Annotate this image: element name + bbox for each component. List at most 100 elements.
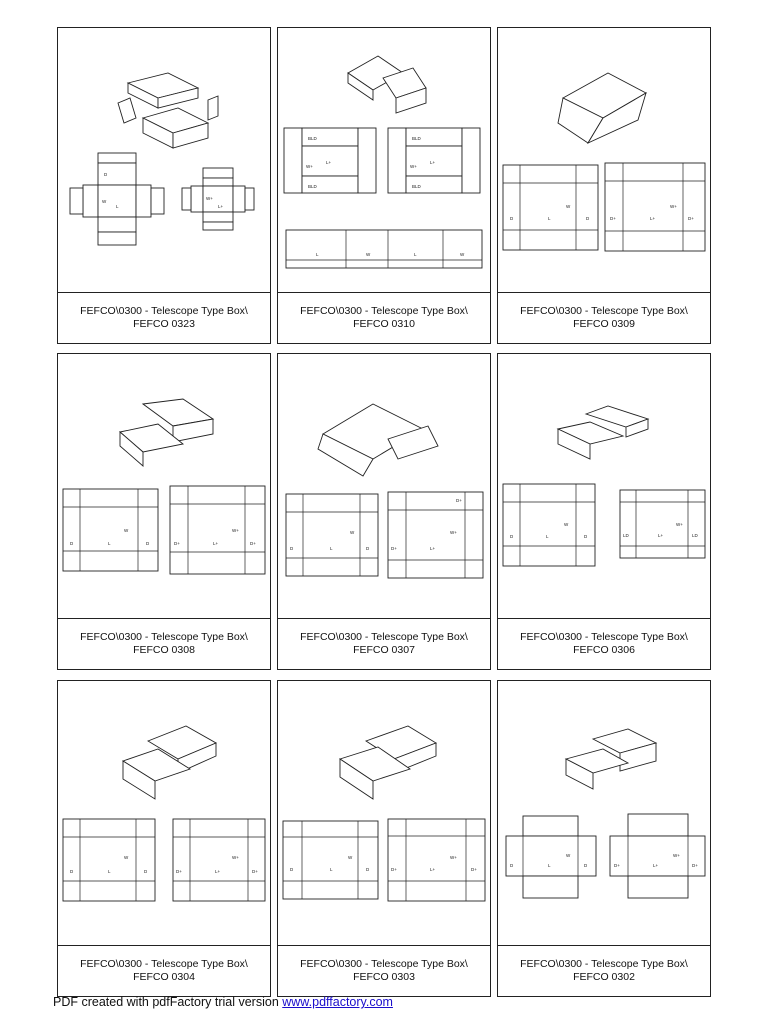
svg-text:D+: D+	[456, 498, 462, 503]
caption-title: FEFCO\0300 - Telescope Type Box\	[520, 631, 688, 643]
box-drawing-svg: D L W D D+ L+ W+ D+	[285, 403, 484, 579]
box-caption: FEFCO\0300 - Telescope Type Box\ FEFCO 0…	[58, 618, 270, 669]
svg-text:L: L	[414, 252, 417, 257]
svg-text:D+: D+	[614, 863, 620, 868]
svg-text:L+: L+	[430, 546, 436, 551]
box-card-0307: D L W D D+ L+ W+ D+ FEFCO\0300 - Telescope T…	[277, 353, 491, 670]
fefco-box-grid: L W D L+ W+ FEFCO\0300 - Telescope Type Box…	[57, 27, 714, 997]
svg-text:W+: W+	[670, 204, 677, 209]
svg-text:L: L	[108, 869, 111, 874]
caption-code: FEFCO 0308	[133, 644, 195, 656]
svg-text:L: L	[548, 216, 551, 221]
svg-text:D: D	[584, 863, 588, 868]
caption-title: FEFCO\0300 - Telescope Type Box\	[300, 958, 468, 970]
svg-text:D: D	[510, 216, 514, 221]
svg-text:L+: L+	[326, 160, 332, 165]
svg-text:W+: W+	[450, 530, 457, 535]
svg-text:D: D	[104, 172, 108, 177]
pdf-footer: PDF created with pdfFactory trial versio…	[53, 995, 393, 1009]
svg-text:L: L	[116, 204, 119, 209]
svg-text:D+: D+	[688, 216, 694, 221]
caption-code: FEFCO 0309	[573, 318, 635, 330]
svg-text:L+: L+	[650, 216, 656, 221]
svg-text:L: L	[546, 534, 549, 539]
svg-text:W+: W+	[206, 196, 213, 201]
svg-text:D+: D+	[391, 867, 397, 872]
caption-code: FEFCO 0310	[353, 318, 415, 330]
svg-text:W: W	[102, 199, 107, 204]
svg-text:W: W	[566, 853, 571, 858]
svg-text:D+: D+	[252, 869, 258, 874]
caption-title: FEFCO\0300 - Telescope Type Box\	[80, 305, 248, 317]
svg-text:D+: D+	[692, 863, 698, 868]
box-caption: FEFCO\0300 - Telescope Type Box\ FEFCO 0…	[58, 292, 270, 343]
svg-text:L+: L+	[653, 863, 659, 868]
svg-text:BLD: BLD	[412, 136, 422, 141]
svg-text:D: D	[70, 541, 74, 546]
svg-text:D: D	[366, 546, 370, 551]
box-card-0323: L W D L+ W+ FEFCO\0300 - Telescope Type Box…	[57, 27, 271, 344]
svg-text:D: D	[70, 869, 74, 874]
svg-text:W: W	[460, 252, 465, 257]
box-caption: FEFCO\0300 - Telescope Type Box\ FEFCO 0…	[278, 618, 490, 669]
svg-text:W: W	[348, 855, 353, 860]
svg-text:D: D	[290, 546, 294, 551]
caption-code: FEFCO 0307	[353, 644, 415, 656]
footer-link[interactable]: www.pdffactory.com	[282, 995, 393, 1009]
svg-text:D: D	[510, 863, 514, 868]
svg-text:D: D	[290, 867, 294, 872]
svg-text:L+: L+	[218, 204, 224, 209]
svg-text:L: L	[548, 863, 551, 868]
caption-title: FEFCO\0300 - Telescope Type Box\	[80, 631, 248, 643]
svg-text:W+: W+	[306, 164, 313, 169]
svg-text:W+: W+	[410, 164, 417, 169]
svg-text:D: D	[366, 867, 370, 872]
svg-text:L: L	[330, 867, 333, 872]
svg-text:L+: L+	[658, 533, 664, 538]
svg-text:L+: L+	[430, 160, 436, 165]
svg-text:W: W	[566, 204, 571, 209]
footer-text: PDF created with pdfFactory trial versio…	[53, 995, 283, 1009]
svg-text:L+: L+	[215, 869, 221, 874]
caption-title: FEFCO\0300 - Telescope Type Box\	[300, 305, 468, 317]
svg-text:D+: D+	[610, 216, 616, 221]
caption-code: FEFCO 0323	[133, 318, 195, 330]
svg-text:L: L	[330, 546, 333, 551]
svg-text:W: W	[366, 252, 371, 257]
box-drawing: D L W D D+ L+ W+ D+	[278, 354, 490, 619]
svg-text:D: D	[584, 534, 588, 539]
svg-text:D+: D+	[471, 867, 477, 872]
svg-text:W: W	[350, 530, 355, 535]
caption-title: FEFCO\0300 - Telescope Type Box\	[300, 631, 468, 643]
box-drawing-svg: L W D L+ W+	[69, 72, 255, 246]
svg-text:D+: D+	[174, 541, 180, 546]
caption-code: FEFCO 0303	[353, 971, 415, 983]
svg-text:LD: LD	[692, 533, 699, 538]
svg-text:W+: W+	[232, 528, 239, 533]
svg-text:D+: D+	[176, 869, 182, 874]
box-caption: FEFCO\0300 - Telescope Type Box\ FEFCO 0…	[278, 945, 490, 996]
box-caption: FEFCO\0300 - Telescope Type Box\ FEFCO 0…	[58, 945, 270, 996]
svg-text:D+: D+	[391, 546, 397, 551]
svg-text:BLD: BLD	[308, 184, 318, 189]
svg-text:W+: W+	[673, 853, 680, 858]
svg-text:D+: D+	[250, 541, 256, 546]
svg-text:D: D	[510, 534, 514, 539]
svg-text:W+: W+	[450, 855, 457, 860]
svg-text:BLD: BLD	[308, 136, 318, 141]
box-caption: FEFCO\0300 - Telescope Type Box\ FEFCO 0…	[498, 292, 710, 343]
box-drawing: L W D L+ W+	[58, 28, 270, 293]
